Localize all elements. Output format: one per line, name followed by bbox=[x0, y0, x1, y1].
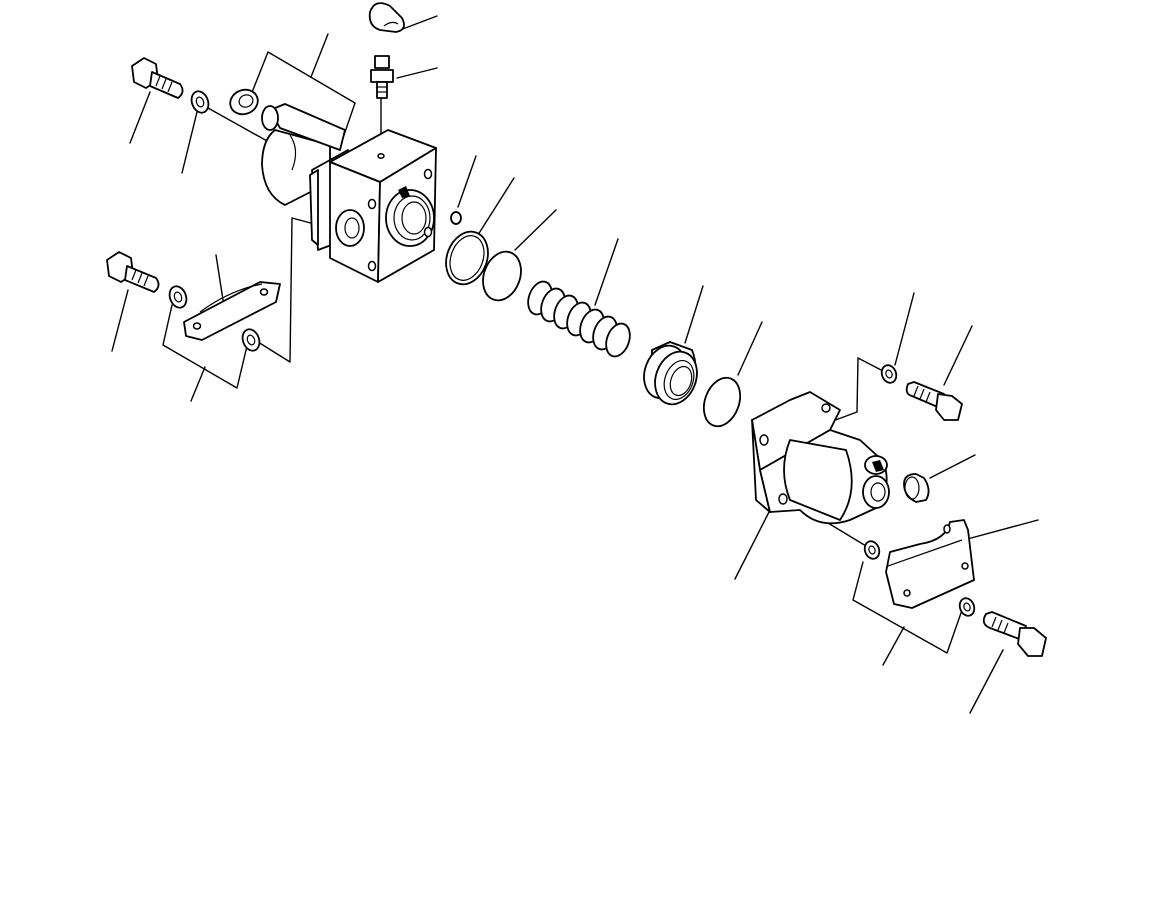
cover-part bbox=[751, 391, 890, 525]
grease-fitting-part bbox=[370, 55, 394, 99]
leader-bolt-right-top bbox=[943, 325, 973, 386]
leader-grease-fitting bbox=[396, 67, 438, 79]
washer-right-mid-part bbox=[863, 540, 881, 560]
washer-left-part bbox=[168, 285, 188, 309]
leader-spring bbox=[594, 238, 619, 306]
leader-bracket-set-top bbox=[244, 51, 356, 139]
seal-disc-part bbox=[482, 250, 522, 302]
cap-part bbox=[368, 2, 405, 33]
leader-cover bbox=[734, 509, 771, 580]
washer-right-top-part bbox=[880, 364, 898, 384]
leader-bracket-set-top-tag bbox=[310, 33, 329, 78]
leader-bracket-set-left bbox=[162, 304, 248, 389]
leader-washer-right-top bbox=[894, 292, 915, 366]
leader-oring-large bbox=[475, 177, 515, 239]
leader-washer-top bbox=[181, 111, 198, 174]
bracket-right-part bbox=[885, 519, 975, 609]
leader-bolt-top bbox=[129, 91, 151, 144]
piston-part bbox=[643, 341, 698, 406]
large-oring-part bbox=[445, 230, 489, 286]
spring-part bbox=[527, 280, 631, 358]
leader-piston bbox=[684, 285, 704, 344]
washer-top-left-part bbox=[190, 90, 210, 114]
leader-plug bbox=[929, 454, 976, 479]
leader-lines bbox=[111, 15, 1039, 714]
collar-part bbox=[229, 88, 259, 116]
leader-bracket-right bbox=[959, 519, 1039, 542]
leader-bracket-left bbox=[215, 254, 224, 301]
leader-small-oring bbox=[457, 155, 477, 208]
bolt-top-left-part bbox=[131, 57, 184, 99]
valve-body-part bbox=[261, 103, 437, 283]
leader-bracket-set-left-tag bbox=[190, 366, 206, 402]
leader-cap bbox=[399, 15, 438, 31]
bolt-left-part bbox=[106, 251, 160, 293]
bracket-left-part bbox=[183, 281, 281, 341]
plug-part bbox=[903, 473, 930, 503]
bolt-right-top-part bbox=[905, 381, 963, 421]
washer-right-bottom-part bbox=[958, 597, 976, 617]
small-oring-part bbox=[450, 211, 462, 225]
leader-bolt-left bbox=[111, 289, 129, 352]
leader-bolt-right-bottom bbox=[969, 649, 1004, 714]
leader-seal-disc bbox=[514, 209, 557, 251]
leader-bracket-set-right bbox=[852, 561, 962, 654]
leader-bracket-to-body bbox=[257, 217, 319, 363]
leader-disc-right bbox=[737, 321, 763, 376]
bolt-right-bottom-part bbox=[982, 611, 1047, 657]
washer-left-bottom-part bbox=[241, 328, 261, 352]
disc-right-part bbox=[702, 376, 742, 428]
leader-bracket-set-right-tag bbox=[882, 626, 905, 666]
leader-washer-to-cover bbox=[829, 357, 884, 423]
